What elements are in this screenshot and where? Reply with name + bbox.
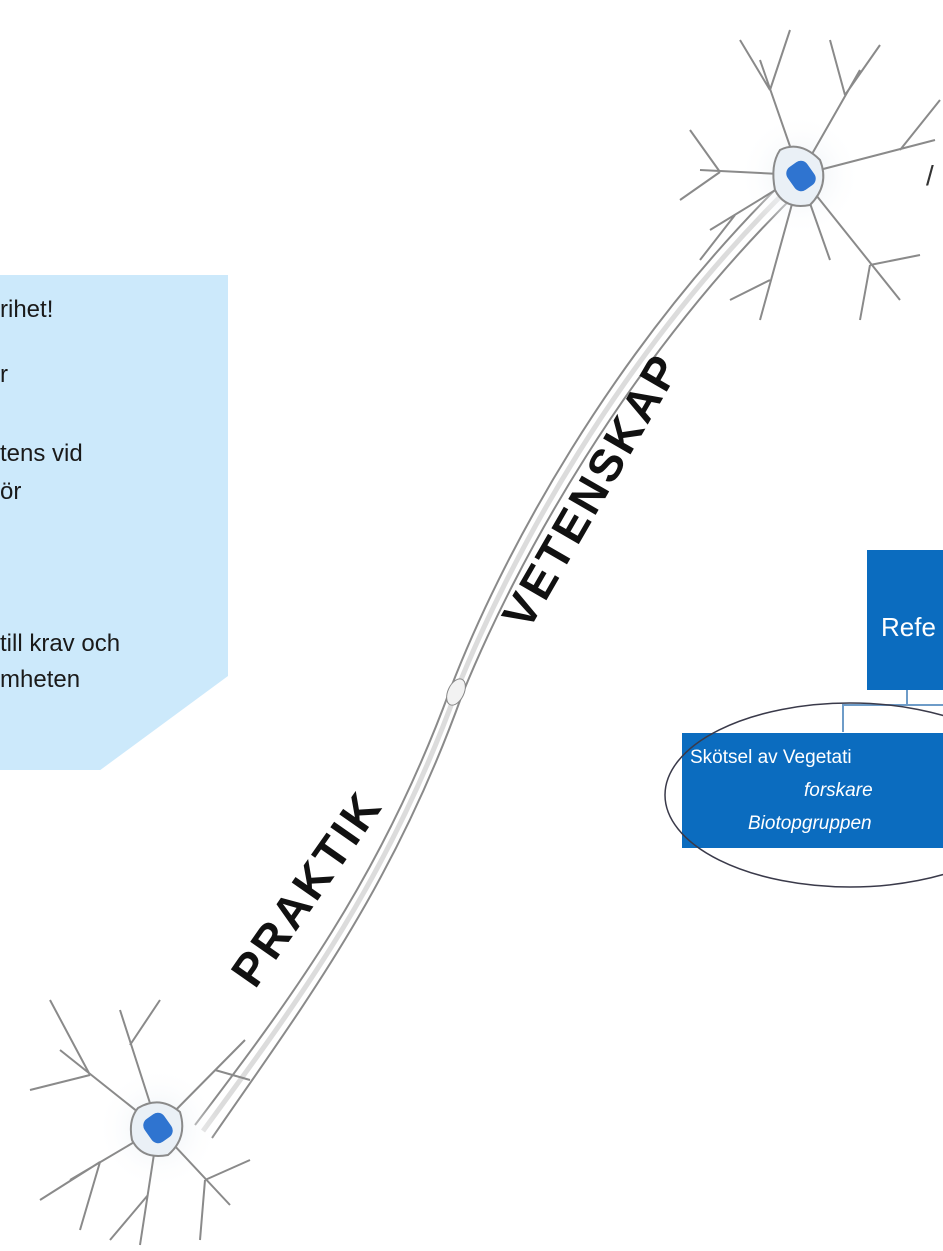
axon (194, 174, 803, 1139)
reference-box: Refe (867, 550, 943, 690)
callout-line-4: ör (0, 478, 22, 505)
skotsel-line-forskare: forskare (804, 780, 873, 801)
neuron-nucleus-top (786, 160, 816, 192)
skotsel-box: Skötsel av Vegetati forskare Biotopgrupp… (682, 733, 943, 848)
skotsel-title: Skötsel av Vegetati (690, 747, 852, 768)
neuron-cell-bottom (29, 999, 251, 1246)
neuron-nucleus-bottom (143, 1112, 173, 1144)
reference-label: Refe (881, 612, 936, 642)
skotsel-line-biotopgruppen: Biotopgruppen (748, 813, 872, 834)
highlight-ellipse (664, 702, 943, 888)
callout-line-3: tens vid (0, 440, 83, 467)
axon-node (446, 678, 466, 706)
callout-box: rihet! r tens vid ör till krav och mhete… (0, 275, 228, 770)
callout-line-1: rihet! (0, 296, 54, 323)
callout-line-6: mheten (0, 666, 81, 693)
corner-mark: / (926, 160, 934, 191)
connector-drop (842, 704, 844, 732)
callout-line-5: till krav och (0, 630, 121, 657)
label-vetenskap: VETENSKAP (492, 344, 691, 637)
callout-line-2: r (0, 361, 8, 388)
connector-vertical (906, 690, 908, 706)
